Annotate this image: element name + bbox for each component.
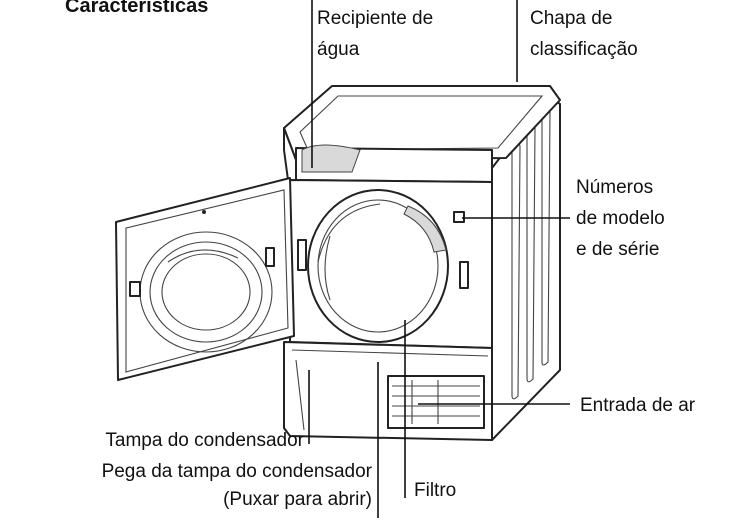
- dryer-body: [283, 85, 561, 441]
- label-condenser-handle-line1: Pega da tampa do condensador: [102, 461, 373, 482]
- label-model-numbers-line1: Números: [576, 177, 653, 198]
- label-water-container-line2: água: [317, 39, 360, 60]
- leader-lines: [308, 0, 570, 518]
- air-vent-grille: [387, 375, 485, 429]
- label-model-numbers-line2: de modelo: [576, 208, 665, 229]
- label-water-container-line1: Recipiente de: [317, 8, 433, 29]
- dryer-door: [115, 177, 295, 381]
- label-model-numbers-line3: e de série: [576, 239, 659, 260]
- label-air-inlet: Entrada de ar: [580, 395, 696, 416]
- diagram-title: Características: [65, 0, 208, 17]
- label-condenser-cover: Tampa do condensador: [105, 430, 304, 451]
- label-condenser-handle-line2: (Puxar para abrir): [223, 489, 372, 510]
- label-rating-plate-line1: Chapa de: [530, 8, 612, 29]
- label-filter: Filtro: [414, 480, 456, 501]
- label-rating-plate-line2: classificação: [530, 39, 638, 60]
